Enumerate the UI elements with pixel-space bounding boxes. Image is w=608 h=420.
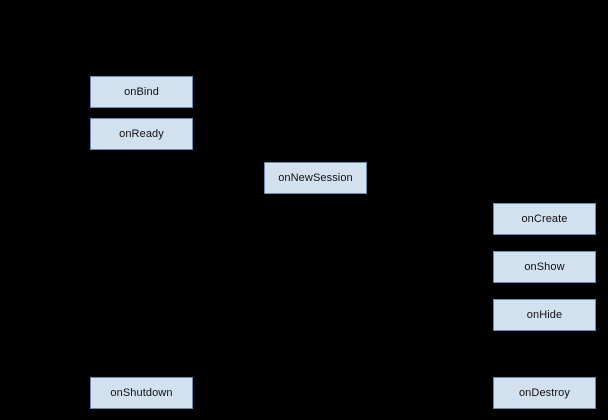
node-on-destroy[interactable]: onDestroy <box>493 377 596 409</box>
node-on-hide[interactable]: onHide <box>493 299 596 331</box>
node-label-on-show: onShow <box>524 260 565 273</box>
node-label-on-destroy: onDestroy <box>518 386 571 399</box>
node-label-on-ready: onReady <box>119 127 164 140</box>
node-on-create[interactable]: onCreate <box>493 203 596 235</box>
node-on-show[interactable]: onShow <box>493 251 596 283</box>
node-label-on-hide: onHide <box>526 308 563 321</box>
node-label-on-bind: onBind <box>124 85 159 98</box>
node-on-ready[interactable]: onReady <box>90 118 193 150</box>
node-on-bind[interactable]: onBind <box>90 76 193 108</box>
node-on-new-session[interactable]: onNewSession <box>264 162 367 194</box>
node-on-shutdown[interactable]: onShutdown <box>90 377 193 409</box>
node-label-on-create: onCreate <box>521 212 568 225</box>
node-label-on-shutdown: onShutdown <box>110 386 173 399</box>
node-label-on-new-session: onNewSession <box>278 171 353 184</box>
